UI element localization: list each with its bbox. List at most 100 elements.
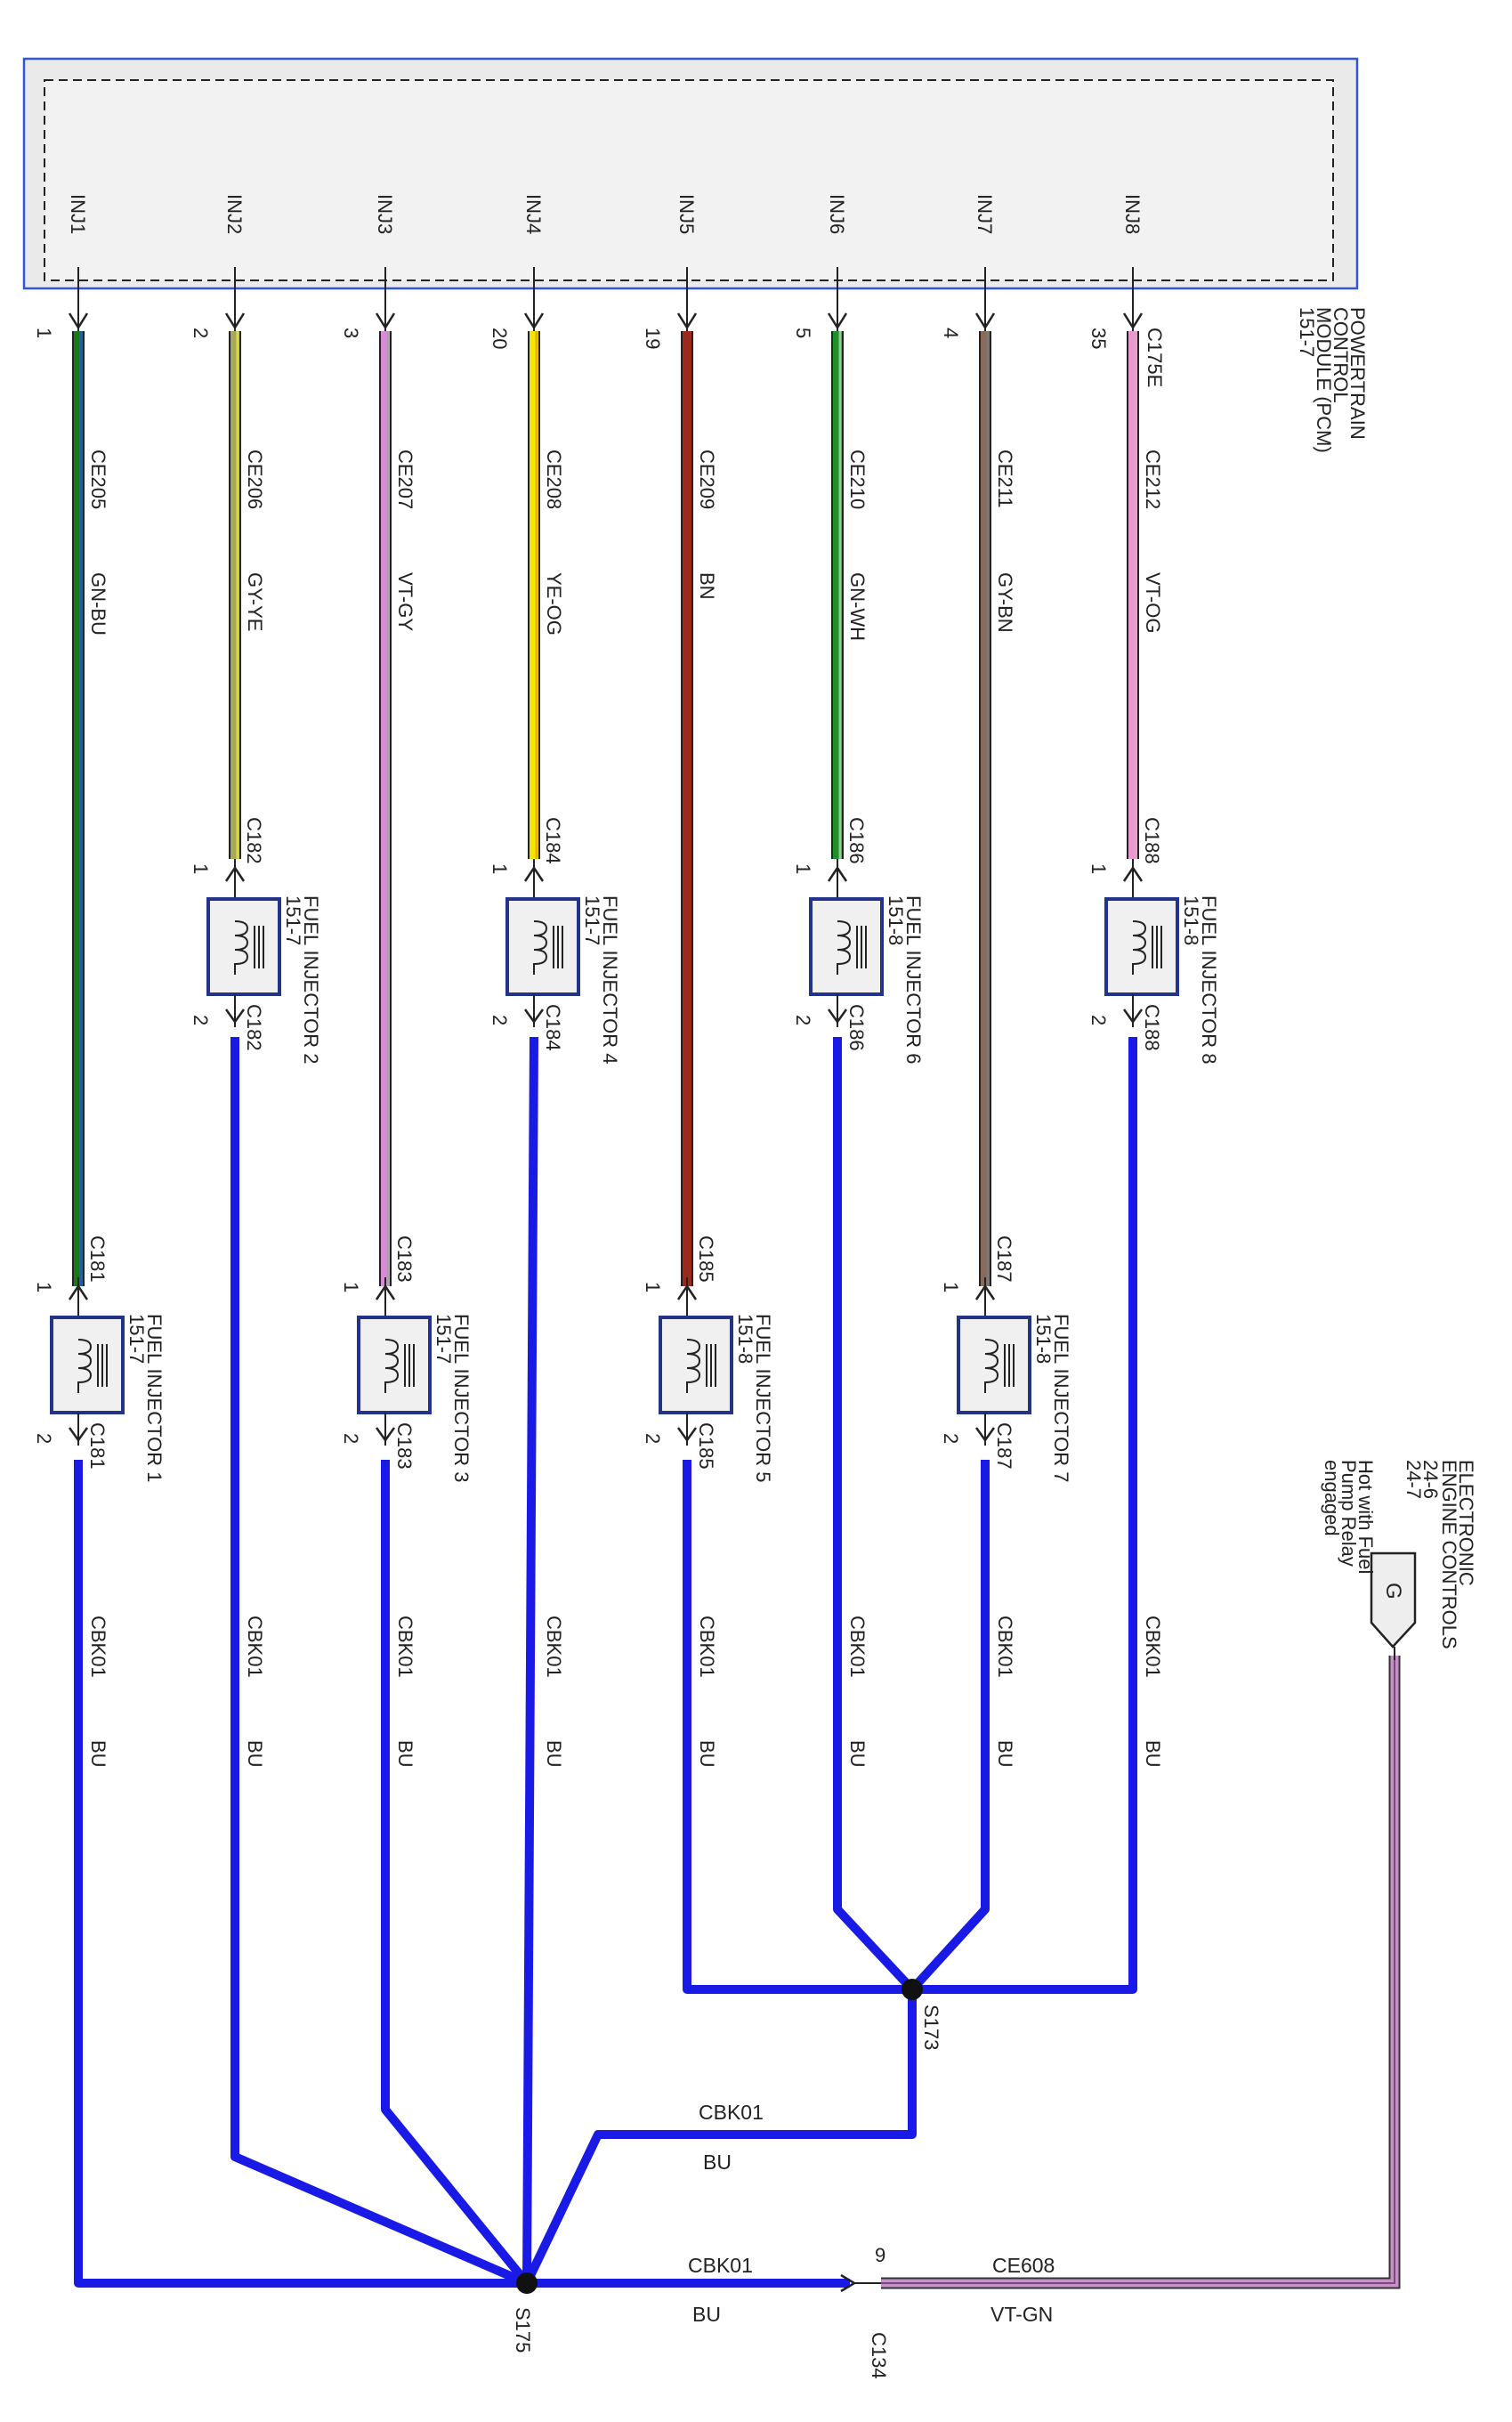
wire-circuit-label: CBK01 <box>87 1616 109 1678</box>
pcm-pin-label: INJ1 <box>67 194 89 234</box>
wire-color-label: BN <box>696 572 718 600</box>
injector-pin-label: 2 <box>792 1015 814 1025</box>
injector-pin-label: 1 <box>190 863 212 874</box>
injector-connector-label: C184 <box>542 1004 564 1051</box>
splice-s173-dot <box>902 1979 923 2000</box>
wire-circuit-label: CE207 <box>394 450 416 509</box>
pcm-pin-label: INJ2 <box>223 194 246 234</box>
injector-ref-label: 151-7 <box>433 1314 455 1364</box>
fuel-injector-body <box>659 1316 733 1414</box>
pcm-pin-label: INJ8 <box>1121 194 1144 234</box>
pin-arrow-icon <box>375 1284 396 1300</box>
pin-arrow-icon <box>676 1427 698 1443</box>
injector-connector-label: C188 <box>1141 817 1163 864</box>
pcm-name-label: 151-7 <box>1296 307 1318 357</box>
eec-reference-letter: G <box>1381 1583 1405 1600</box>
injector-connector-label: C185 <box>695 1235 717 1283</box>
solenoid-coil-icon <box>686 1339 701 1393</box>
injector-ref-label: 151-7 <box>581 895 603 945</box>
pcm-name-label: CONTROL <box>1330 307 1352 403</box>
injector-pin-label: 2 <box>1088 1015 1110 1025</box>
wire-circuit-label: CE206 <box>244 450 266 509</box>
pin-arrow-icon <box>974 1284 996 1300</box>
pin-arrow-icon <box>1122 312 1144 330</box>
solenoid-coil-icon <box>533 920 548 975</box>
wire-cbk01 <box>381 1460 530 2287</box>
wire-circuit-label: CBK01 <box>699 2101 764 2124</box>
wire-color-label: BU <box>543 1740 565 1768</box>
injector-connector-label: C181 <box>86 1422 109 1470</box>
pin-arrow-icon <box>224 1008 246 1025</box>
injector-connector-label: C181 <box>86 1235 109 1283</box>
fuel-injector-body <box>1104 897 1179 996</box>
injector-pin-label: 2 <box>33 1433 55 1444</box>
pcm-pin-number: 35 <box>1088 328 1110 349</box>
injector-connector-label: C187 <box>993 1422 1015 1470</box>
splice-label: S173 <box>920 2005 942 2050</box>
wire-color-label: YE-OG <box>543 572 565 636</box>
injector-connector-label: C182 <box>243 1004 265 1051</box>
pcm-pin-label: INJ5 <box>675 194 698 234</box>
pin-arrow-icon <box>827 865 848 882</box>
wire-circuit-label: CE608 <box>992 2254 1055 2277</box>
wire-color-label: BU <box>244 1740 266 1768</box>
wire-circuit-label: CE208 <box>543 450 565 509</box>
injector-ref-label: 151-8 <box>1180 895 1202 945</box>
c134-pin-label: 9 <box>875 2244 885 2266</box>
pcm-pin-number: 2 <box>190 328 212 338</box>
solenoid-coil-icon <box>1132 920 1147 975</box>
wire-color-label: BU <box>696 1740 718 1768</box>
pcm-pin-number: 3 <box>340 328 362 338</box>
eec-title-label: ELECTRONIC <box>1455 1460 1477 1586</box>
injector-connector-label: C183 <box>393 1235 416 1283</box>
wire-color-label: GY-YE <box>244 572 266 631</box>
wire-circuit-label: CE210 <box>846 450 869 509</box>
injector-pin-label: 2 <box>642 1433 664 1444</box>
pcm-pin-label: INJ3 <box>374 194 396 234</box>
pin-arrow-icon <box>523 865 545 882</box>
wire-circuit-label: CBK01 <box>244 1616 266 1678</box>
eec-note-label: engaged <box>1321 1460 1343 1536</box>
pcm-pin-label: INJ6 <box>826 194 848 234</box>
pin-arrow-icon <box>1122 1008 1144 1025</box>
injector-connector-label: C184 <box>542 817 564 864</box>
pin-arrow-icon <box>523 312 545 330</box>
wire-cbk01 <box>909 1460 990 1993</box>
eec-title-label: ENGINE CONTROLS <box>1438 1460 1460 1649</box>
fuel-injector-body <box>809 897 884 996</box>
eec-note-label: Hot with Fuel <box>1354 1460 1377 1574</box>
pin-arrow-icon <box>68 312 89 330</box>
pcm-module <box>22 57 1359 290</box>
pcm-pin-label: INJ4 <box>522 194 545 234</box>
injector-pin-label: 2 <box>190 1015 212 1025</box>
pcm-pin-number: 20 <box>489 328 511 349</box>
solenoid-coil-icon <box>837 920 852 975</box>
fuel-injector-body <box>505 897 580 996</box>
injector-pin-label: 1 <box>489 863 511 874</box>
wire-cbk01 <box>912 1037 1137 1994</box>
wire-cbk01 <box>74 1460 527 2288</box>
wire-stripe <box>881 1656 1395 2284</box>
pin-arrow-icon <box>68 1284 89 1300</box>
solenoid-coil-icon <box>77 1339 93 1393</box>
injector-pin-label: 1 <box>792 863 814 874</box>
injector-pin-label: 2 <box>340 1433 362 1444</box>
solenoid-coil-icon <box>984 1339 999 1393</box>
wire-cbk01 <box>683 1460 912 1994</box>
pin-arrow-icon <box>375 1427 396 1443</box>
injector-pin-label: 2 <box>489 1015 511 1025</box>
injector-pin-label: 1 <box>340 1282 362 1292</box>
solenoid-coil-icon <box>384 1339 400 1393</box>
pin-arrow-icon <box>974 312 996 330</box>
fuel-injector-body <box>50 1316 125 1414</box>
eec-ref-label: 24-7 <box>1403 1460 1425 1499</box>
wire-color-label: GN-WH <box>846 572 869 641</box>
wire-color-label: BU <box>703 2151 732 2174</box>
wire-cbk01 <box>833 1037 916 1993</box>
wire-circuit-label: CBK01 <box>846 1616 869 1678</box>
pin-arrow-icon <box>676 1284 698 1300</box>
injector-name-label: FUEL INJECTOR 1 <box>143 1314 166 1482</box>
wire-color-label: VT-GY <box>394 572 416 631</box>
injector-pin-label: 1 <box>1088 863 1110 874</box>
splice-label: S175 <box>512 2307 534 2353</box>
